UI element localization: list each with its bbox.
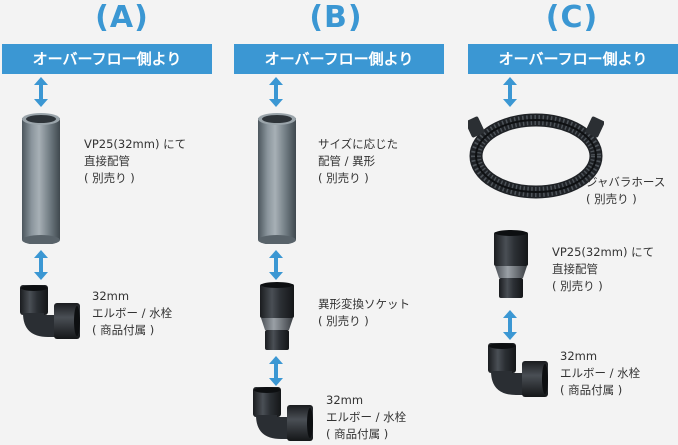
pipe-c-label: VP25(32mm) にて 直接配管 ( 別売り ) <box>552 245 655 293</box>
pipe-b-image <box>258 113 296 244</box>
elbow-c-image <box>488 343 548 397</box>
hose-c-label: ジャバラホース ( 別売り ) <box>586 175 666 206</box>
hose-c-image <box>468 113 604 199</box>
arrow-a-bottom-icon <box>34 250 48 280</box>
pipe-a-label: VP25(32mm) にて 直接配管 ( 別売り ) <box>84 137 187 185</box>
arrow-b-top-icon <box>269 77 283 107</box>
elbow-b-image <box>253 387 313 441</box>
column-b-banner: オーバーフロー側より <box>234 44 444 74</box>
pipe-a-image <box>22 113 60 244</box>
arrow-b-middle-icon <box>269 250 283 280</box>
socket-b-label: 異形変換ソケット ( 別売り ) <box>318 297 410 328</box>
pipe-c-image <box>494 230 528 298</box>
arrow-b-bottom-icon <box>269 356 283 386</box>
elbow-b-label: 32mm エルボー / 水栓 ( 商品付属 ) <box>326 393 407 441</box>
elbow-a-label: 32mm エルボー / 水栓 ( 商品付属 ) <box>92 289 173 337</box>
arrow-c-bottom-icon <box>503 310 517 340</box>
pipe-b-label: サイズに応じた 配管 / 異形 ( 別売り ) <box>318 137 399 185</box>
arrow-c-top-icon <box>503 77 517 107</box>
column-c-title: (C) <box>545 0 599 35</box>
column-b-title: (B) <box>309 0 363 35</box>
column-a-title: (A) <box>95 0 149 35</box>
column-a-banner: オーバーフロー側より <box>2 44 212 74</box>
column-c-banner: オーバーフロー側より <box>468 44 678 74</box>
arrow-a-top-icon <box>34 77 48 107</box>
elbow-c-label: 32mm エルボー / 水栓 ( 商品付属 ) <box>560 349 641 397</box>
elbow-a-image <box>20 285 80 339</box>
socket-b-image <box>260 282 294 350</box>
